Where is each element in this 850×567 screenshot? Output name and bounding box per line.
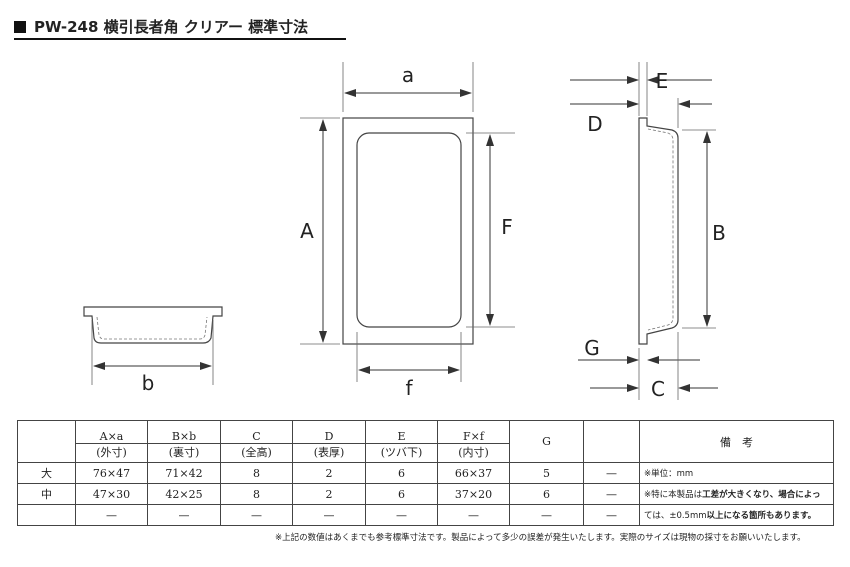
end-view: b — [83, 306, 223, 395]
value-cell: — — [147, 504, 221, 526]
value-cell: 2 — [292, 483, 366, 505]
value-cell: 37×20 — [437, 483, 510, 505]
label-a: a — [402, 63, 414, 87]
header-bottom: (全高) — [220, 443, 293, 463]
remark-line-2: ては、±0.5mm以上になる箇所もあります。 — [639, 504, 834, 526]
header-bottom: (ツバ下) — [365, 443, 438, 463]
header-top: F×f — [437, 420, 510, 444]
value-cell: 2 — [292, 462, 366, 484]
front-view: a A F f — [300, 62, 515, 400]
value-cell: 66×37 — [437, 462, 510, 484]
table-row: 中 47×30 42×25 8 2 6 37×20 6 — ※特に本製品は工差が… — [17, 483, 834, 505]
value-cell: 8 — [220, 462, 293, 484]
label-E: E — [656, 69, 669, 93]
dimension-drawing: a A F f b E D B — [83, 62, 726, 401]
value-cell: — — [437, 504, 510, 526]
remarks-header: 備 考 — [639, 420, 834, 463]
value-cell: — — [583, 462, 640, 484]
remark-line-1-bold: 工差が大きくなり、場合によっ — [702, 490, 821, 500]
label-A: A — [300, 219, 314, 243]
size-cell — [17, 504, 76, 526]
value-cell: 6 — [365, 462, 438, 484]
header-G: G — [509, 420, 584, 463]
title-text: PW-248 横引長者角 クリアー 標準寸法 — [34, 18, 309, 36]
end-view-hidden-line — [96, 316, 208, 340]
label-f: f — [405, 376, 413, 400]
value-cell: 47×30 — [75, 483, 148, 505]
footer-note: ※上記の数値はあくまでも参考標準寸法です。製品によって多少の誤差が発生いたします… — [275, 533, 806, 543]
value-cell: 5 — [509, 462, 584, 484]
value-cell: — — [583, 483, 640, 505]
table-row: — — — — — — — — ては、±0.5mm以上になる箇所もあります。 — [17, 504, 834, 526]
size-header-cell — [17, 420, 76, 463]
front-inner-recess — [356, 132, 462, 328]
value-cell: 8 — [220, 483, 293, 505]
header-top: B×b — [147, 420, 221, 444]
remark-line-2-text: ては、±0.5mm — [644, 511, 707, 521]
remark-line-2-bold: 以上になる箇所もあります。 — [706, 511, 817, 521]
header-bottom: (裏寸) — [147, 443, 221, 463]
table-row: 大 76×47 71×42 8 2 6 66×37 5 — ※単位：mm — [17, 462, 834, 484]
side-view: E D B G C — [570, 62, 726, 401]
page-title: PW-248 横引長者角 クリアー 標準寸法 — [14, 18, 308, 36]
label-F: F — [501, 215, 513, 239]
header-top: C — [220, 420, 293, 444]
value-cell: 71×42 — [147, 462, 221, 484]
header-top: A×a — [75, 420, 148, 444]
value-cell: 6 — [509, 483, 584, 505]
end-view-outline — [83, 306, 223, 344]
value-cell: — — [292, 504, 366, 526]
value-cell: — — [365, 504, 438, 526]
label-b: b — [142, 371, 155, 395]
spec-table: A×a B×b C D E F×f G 備 考 (外寸) (裏寸) (全高) (… — [17, 420, 834, 526]
value-cell: — — [583, 504, 640, 526]
label-B: B — [712, 221, 726, 245]
header-top: E — [365, 420, 438, 444]
header-bottom: (外寸) — [75, 443, 148, 463]
value-cell: — — [75, 504, 148, 526]
header-blank — [583, 420, 640, 463]
square-bullet-icon — [14, 21, 26, 33]
value-cell: 6 — [365, 483, 438, 505]
header-bottom: (表厚) — [292, 443, 366, 463]
label-D: D — [587, 112, 602, 136]
header-top: D — [292, 420, 366, 444]
remark-line-1: ※特に本製品は工差が大きくなり、場合によっ — [639, 483, 834, 505]
value-cell: 42×25 — [147, 483, 221, 505]
size-cell: 中 — [17, 483, 76, 505]
remark-line-1-text: ※特に本製品は — [644, 490, 703, 500]
value-cell: 76×47 — [75, 462, 148, 484]
header-bottom: (内寸) — [437, 443, 510, 463]
size-cell: 大 — [17, 462, 76, 484]
label-C: C — [651, 377, 665, 401]
title-underline — [14, 38, 346, 40]
side-view-outline — [638, 117, 679, 345]
remark-unit: ※単位：mm — [639, 462, 834, 484]
value-cell: — — [509, 504, 584, 526]
label-G: G — [584, 336, 600, 360]
value-cell: — — [220, 504, 293, 526]
side-view-hidden-line — [647, 128, 674, 331]
